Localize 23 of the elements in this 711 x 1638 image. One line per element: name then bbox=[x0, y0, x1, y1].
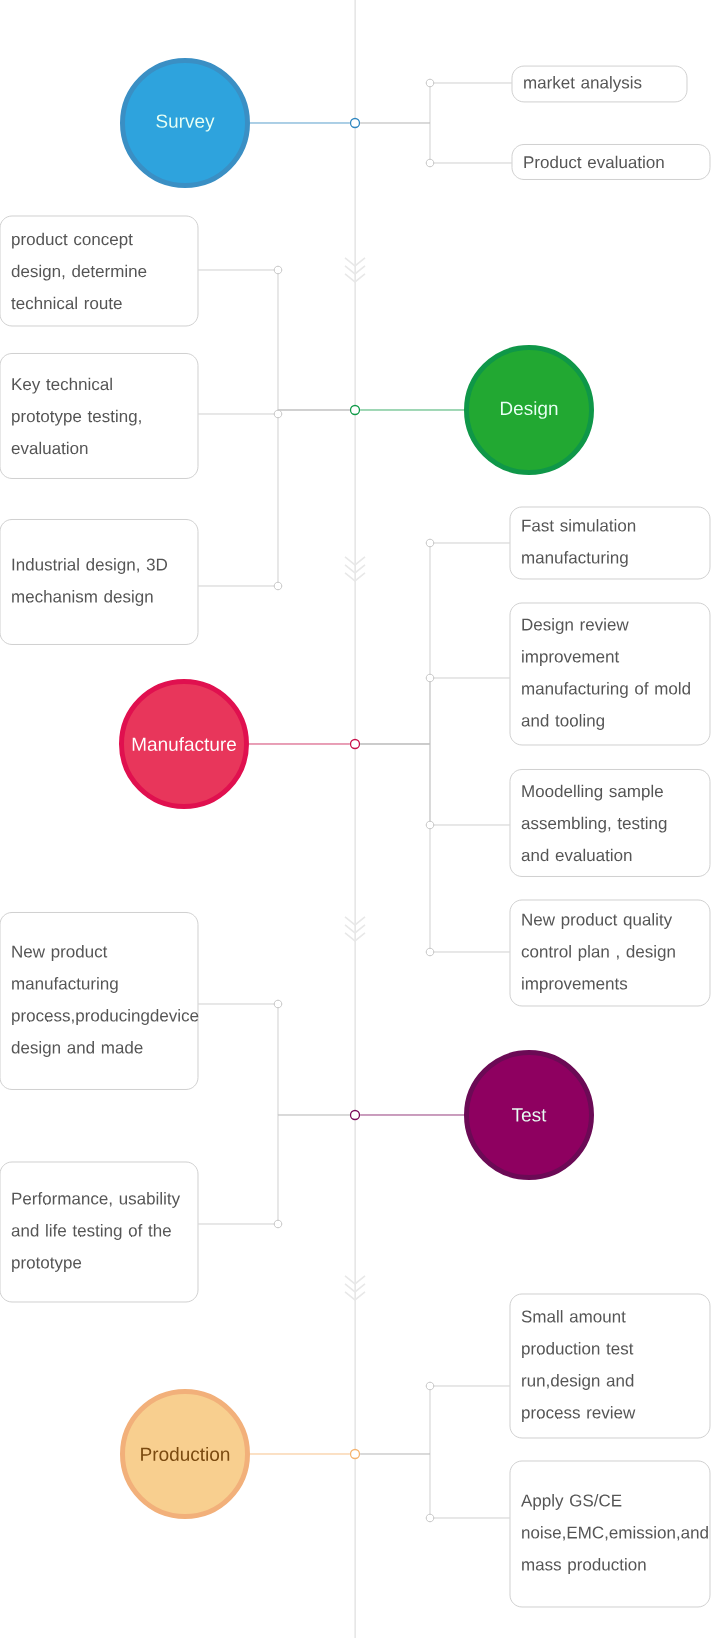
step-box: Key technical prototype testing, evaluation bbox=[0, 353, 199, 479]
connector-line bbox=[249, 122, 351, 124]
connector-line bbox=[248, 743, 351, 745]
step-box: New product manufacturing process,producingdevice design and made bbox=[0, 912, 199, 1090]
step-box: New product quality control plan , design improvements bbox=[509, 899, 711, 1007]
connector-line bbox=[359, 743, 510, 953]
connector-line bbox=[198, 409, 351, 587]
step-box: Product evaluation bbox=[511, 144, 711, 180]
step-box: Small amount production test run,design and process review bbox=[509, 1293, 711, 1439]
connector-line bbox=[249, 1453, 351, 1455]
connector-line bbox=[359, 1453, 510, 1519]
step-box: Design review improvement manufacturing of mold and tooling bbox=[509, 602, 711, 746]
step-box: product concept design, determine technical route bbox=[0, 215, 199, 327]
connector-line bbox=[359, 409, 465, 411]
step-box: Fast simulation manufacturing bbox=[509, 506, 711, 580]
connector-line bbox=[359, 122, 512, 164]
step-box: market analysis bbox=[511, 65, 688, 103]
step-box: Apply GS/CE noise,EMC,emission,and mass production bbox=[509, 1460, 711, 1608]
connector-line bbox=[198, 1114, 351, 1225]
step-box: Industrial design, 3D mechanism design bbox=[0, 519, 199, 645]
connector-line bbox=[359, 1114, 465, 1116]
step-box: Performance, usability and life testing of the prototype bbox=[0, 1161, 199, 1303]
step-box: Moodelling sample assembling, testing and evaluation bbox=[509, 769, 711, 877]
